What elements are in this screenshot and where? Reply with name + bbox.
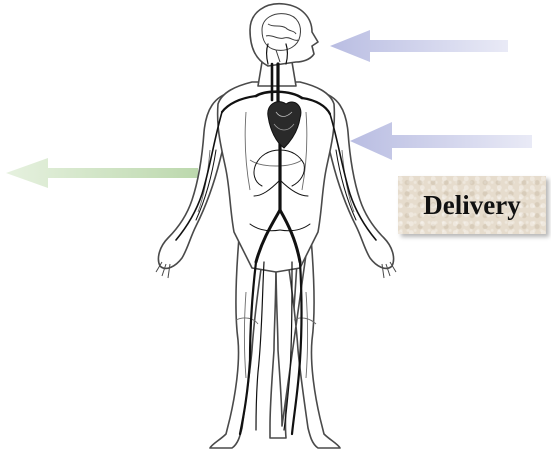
arrow-in-chest-icon xyxy=(350,122,532,160)
human-body-outline xyxy=(158,4,393,448)
head xyxy=(250,4,318,66)
delivery-label-box: Delivery xyxy=(398,176,546,234)
delivery-label: Delivery xyxy=(423,190,520,221)
arrow-out-left-icon xyxy=(6,158,198,188)
arrow-in-head-icon xyxy=(330,30,508,62)
